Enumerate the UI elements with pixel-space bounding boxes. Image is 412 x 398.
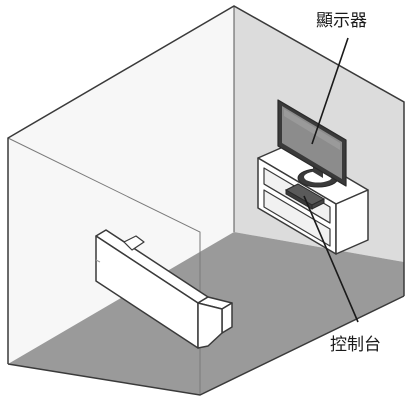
console-leader xyxy=(303,195,359,323)
monitor-screen-glare xyxy=(284,109,340,150)
display-leader xyxy=(311,37,349,145)
tv-stand-lower-opening xyxy=(263,189,331,247)
sofa-detail xyxy=(95,259,101,263)
display-label: 顯示器 xyxy=(316,11,367,31)
game-console xyxy=(284,183,326,210)
leader-lines xyxy=(303,37,359,323)
tv-stand-side xyxy=(335,189,369,255)
sofa xyxy=(95,229,233,349)
sofa-right-arm-side xyxy=(221,302,233,334)
left-wall xyxy=(8,6,234,364)
sofa-left-arm xyxy=(123,235,145,251)
tv-stand-shelf xyxy=(263,183,331,224)
console-label: 控制台 xyxy=(330,335,381,355)
room-outline xyxy=(7,5,405,364)
game-console-side xyxy=(311,198,325,210)
tv-stand xyxy=(257,143,369,255)
room-floor-edge xyxy=(7,295,405,396)
sofa-right-arm-front xyxy=(197,302,223,349)
